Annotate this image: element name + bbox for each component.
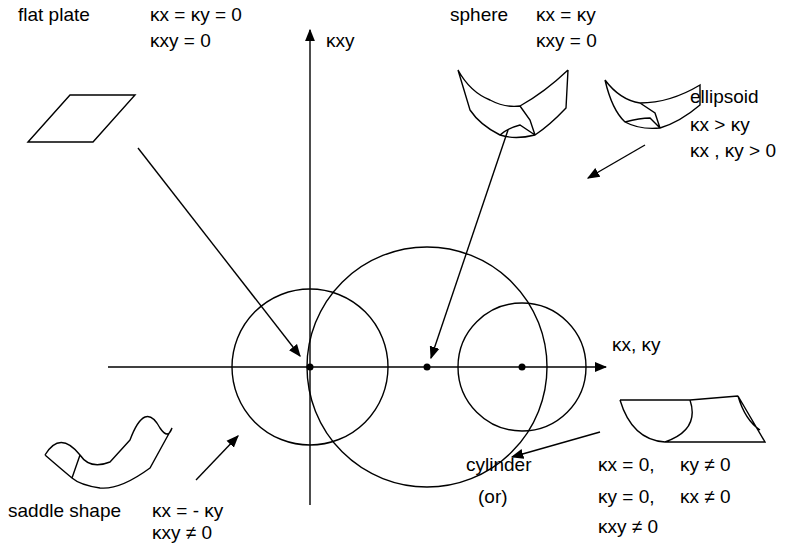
mohr-circle: [307, 247, 547, 487]
vertical-axis: [309, 30, 310, 505]
axis-label: κxy: [326, 30, 355, 52]
leader-arrow: [588, 145, 645, 178]
horizontal-axis: [108, 366, 606, 367]
flat-plate-shape: [28, 95, 135, 142]
leader-arrow: [196, 436, 238, 480]
curvature-condition: κx , κy > 0: [690, 140, 776, 162]
curvature-condition: κx = κy = 0: [150, 4, 242, 26]
shape-name: flat plate: [18, 4, 90, 26]
point: [519, 364, 526, 371]
curvature-condition: κx = - κy: [152, 500, 223, 522]
curvature-condition: κxy = 0: [150, 30, 211, 52]
axis-label: κx, κy: [612, 334, 661, 356]
cylinder-shape: [620, 396, 765, 442]
connective-text: (or): [478, 486, 508, 508]
curvature-condition: κy ≠ 0: [680, 454, 731, 476]
leader-arrow: [512, 432, 600, 457]
curvature-condition: κxy ≠ 0: [598, 516, 658, 538]
curvature-condition: κx ≠ 0: [680, 486, 731, 508]
curvature-condition: κx > κy: [690, 114, 750, 136]
point: [424, 364, 431, 371]
mohr-circle: [458, 303, 586, 431]
shape-name: saddle shape: [8, 500, 121, 522]
point: [307, 364, 314, 371]
saddle-shape: [45, 416, 172, 488]
curvature-condition: κx = 0,: [598, 454, 655, 476]
ellipsoid-shape: [605, 80, 700, 128]
curvature-condition: κxy ≠ 0: [152, 522, 212, 544]
curvature-condition: κx = κy: [536, 4, 596, 26]
shape-name: sphere: [450, 4, 508, 26]
leader-arrow: [431, 130, 508, 358]
shape-name: ellipsoid: [690, 86, 759, 108]
leader-arrow: [138, 148, 300, 356]
mohr-circle: [232, 289, 388, 445]
curvature-condition: κxy = 0: [536, 30, 597, 52]
shape-name: cylinder: [466, 454, 531, 476]
curvature-condition: κy = 0,: [598, 486, 655, 508]
sphere-shape: [458, 70, 568, 138]
